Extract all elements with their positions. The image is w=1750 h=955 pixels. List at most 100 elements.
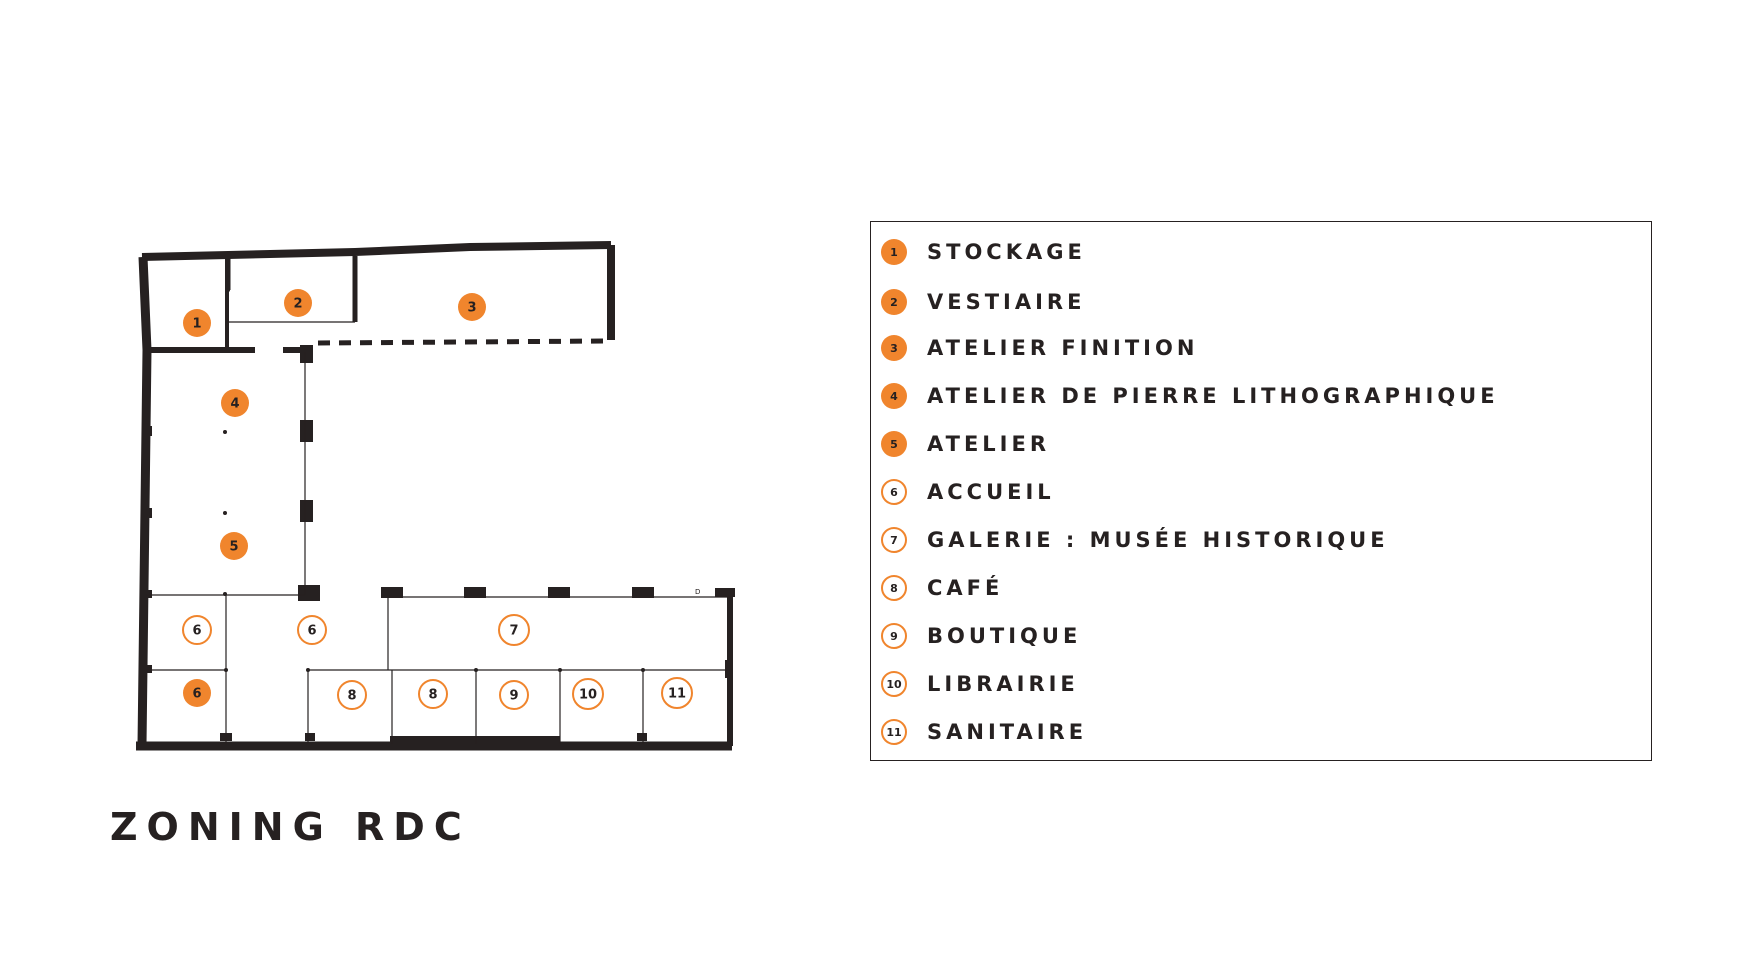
- column: [300, 345, 313, 363]
- zone-marker-8: 8: [418, 679, 448, 709]
- legend-item-cafe: 8 CAFÉ: [881, 572, 1003, 604]
- zone-marker-4: 4: [221, 389, 249, 417]
- legend-item-atelier-pierre: 4 ATELIER DE PIERRE LITHOGRAPHIQUE: [881, 380, 1499, 412]
- zone-marker-7: 7: [498, 614, 530, 646]
- legend-badge: 10: [881, 671, 907, 697]
- legend-item-librairie: 10 LIBRAIRIE: [881, 668, 1079, 700]
- zone-marker-4-circle: [221, 389, 249, 417]
- column: [300, 500, 313, 522]
- door-label: D: [695, 588, 700, 596]
- zone-marker-8-number: 8: [347, 689, 356, 704]
- post: [558, 668, 562, 672]
- zone-marker-5-circle: [220, 532, 248, 560]
- legend-item-galerie: 7 GALERIE : MUSÉE HISTORIQUE: [881, 524, 1389, 556]
- interior-partitions: [146, 288, 730, 744]
- legend-badge: 7: [881, 527, 907, 553]
- post: [223, 511, 227, 515]
- zone-marker-11-circle: [661, 677, 693, 709]
- zone-marker-9-number: 9: [509, 689, 518, 704]
- legend-label: BOUTIQUE: [927, 624, 1082, 648]
- column: [632, 587, 654, 598]
- zone-marker-6: 6: [297, 615, 327, 645]
- zone-marker-4-number: 4: [230, 397, 239, 412]
- legend-item-vestiaire: 2 VESTIAIRE: [881, 286, 1085, 318]
- legend-label: GALERIE : MUSÉE HISTORIQUE: [927, 528, 1389, 552]
- post: [474, 668, 478, 672]
- plan-title: ZONING RDC: [110, 805, 471, 849]
- legend-label: ATELIER: [927, 432, 1051, 456]
- zone-marker-10: 10: [572, 678, 604, 710]
- zone-marker-8-circle: [418, 679, 448, 709]
- zone-marker-1-number: 1: [192, 317, 201, 332]
- zone-marker-11: 11: [661, 677, 693, 709]
- column: [144, 426, 152, 436]
- zone-marker-3-circle: [458, 293, 486, 321]
- zone-marker-5: 5: [220, 532, 248, 560]
- post: [224, 668, 228, 672]
- column: [637, 733, 647, 741]
- legend-badge: 3: [881, 335, 907, 361]
- top-wall: [141, 241, 612, 261]
- zone-marker-2-number: 2: [293, 297, 302, 312]
- zone-marker-2-circle: [284, 289, 312, 317]
- zone-marker-6-number: 6: [307, 624, 316, 639]
- post: [226, 288, 230, 292]
- legend-item-boutique: 9 BOUTIQUE: [881, 620, 1081, 652]
- post: [306, 668, 310, 672]
- legend-label: STOCKAGE: [927, 240, 1086, 264]
- dashed-opening-room-3: [317, 338, 609, 346]
- zone-marker-6-circle: [297, 615, 327, 645]
- column: [381, 587, 403, 598]
- legend-item-accueil: 6 ACCUEIL: [881, 476, 1055, 508]
- legend-item-sanitaire: 11 SANITAIRE: [881, 716, 1087, 748]
- column: [144, 665, 152, 673]
- legend-badge: 1: [881, 239, 907, 265]
- column: [144, 508, 152, 518]
- zone-marker-1-circle: [183, 309, 211, 337]
- column: [298, 585, 320, 601]
- post: [223, 592, 227, 596]
- legend-badge: 9: [881, 623, 907, 649]
- legend-badge: 5: [881, 431, 907, 457]
- legend-badge: 6: [881, 479, 907, 505]
- legend-badge: 4: [881, 383, 907, 409]
- zone-marker-6-circle: [182, 615, 212, 645]
- zone-marker-2: 2: [284, 289, 312, 317]
- zone-markers: 1 2 3 4 5 6 6 6: [182, 289, 693, 710]
- zone-marker-10-circle: [572, 678, 604, 710]
- legend-item-atelier: 5 ATELIER: [881, 428, 1050, 460]
- legend-badge: 8: [881, 575, 907, 601]
- column: [725, 660, 733, 678]
- zone-marker-11-number: 11: [668, 687, 686, 702]
- zone-marker-7-number: 7: [509, 624, 518, 639]
- legend-badge: 11: [881, 719, 907, 745]
- legend-item-atelier-finition: 3 ATELIER FINITION: [881, 332, 1198, 364]
- zone-marker-9-circle: [499, 680, 529, 710]
- legend-item-stockage: 1 STOCKAGE: [881, 236, 1086, 268]
- legend-box: 1 STOCKAGE 2 VESTIAIRE 3 ATELIER FINITIO…: [870, 221, 1652, 761]
- zone-marker-8-number: 8: [428, 688, 437, 703]
- legend-label: LIBRAIRIE: [927, 672, 1079, 696]
- column: [305, 733, 315, 741]
- zone-marker-6: 6: [182, 615, 212, 645]
- legend-label: ATELIER FINITION: [927, 336, 1199, 360]
- zone-marker-6: 6: [183, 679, 211, 707]
- column: [300, 420, 313, 442]
- zone-marker-10-number: 10: [579, 688, 597, 703]
- column: [548, 587, 570, 598]
- zone-marker-6-number: 6: [192, 687, 201, 702]
- legend-badge: 2: [881, 289, 907, 315]
- post: [641, 668, 645, 672]
- legend-label: SANITAIRE: [927, 720, 1088, 744]
- column: [715, 588, 735, 597]
- zone-marker-7-circle: [498, 614, 530, 646]
- zone-marker-3-number: 3: [467, 301, 476, 316]
- zone-marker-8: 8: [337, 680, 367, 710]
- column: [464, 587, 486, 598]
- zone-marker-5-number: 5: [229, 540, 238, 555]
- zone-marker-9: 9: [499, 680, 529, 710]
- zone-marker-1: 1: [183, 309, 211, 337]
- legend-label: VESTIAIRE: [927, 290, 1086, 314]
- zone-marker-3: 3: [458, 293, 486, 321]
